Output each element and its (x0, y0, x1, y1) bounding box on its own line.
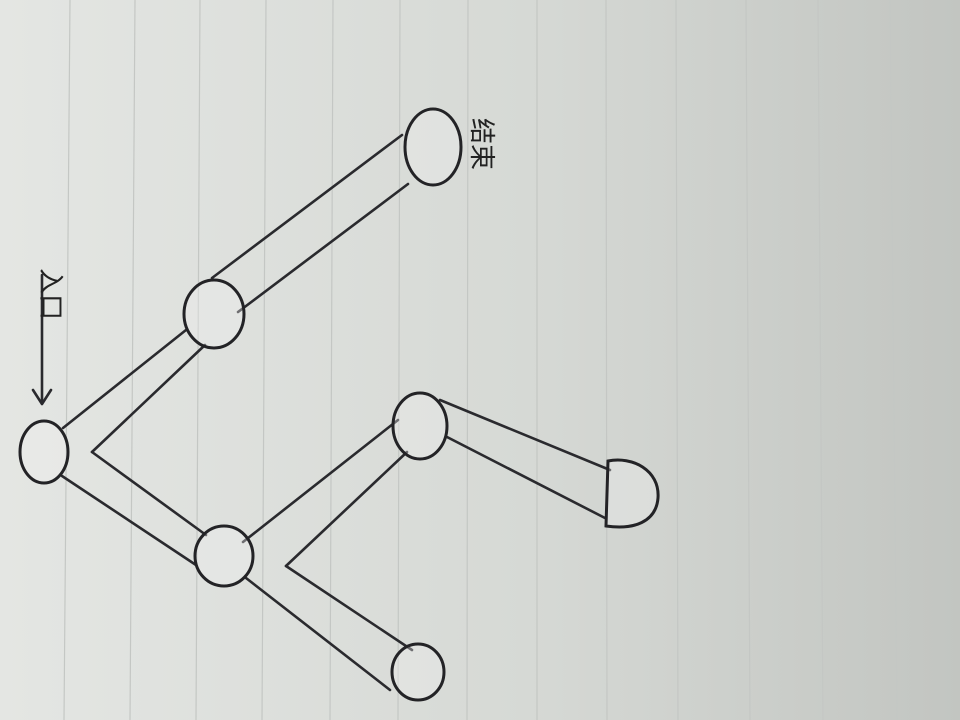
corridor-to-dead-end-bottom-lower (244, 576, 392, 692)
corridor-to-exit-upper (210, 133, 404, 280)
right-node (391, 391, 449, 461)
nodes (18, 107, 660, 702)
ruled-lines (63, 0, 898, 720)
corridor-to-right-node-upper (241, 418, 400, 544)
dead-end-bottom-node (390, 642, 446, 702)
corridor-to-right-node-lower (284, 450, 409, 568)
start-node (18, 419, 70, 485)
dead-end-right-node (604, 458, 660, 529)
corridors (60, 133, 612, 692)
upper-middle-node (182, 278, 246, 350)
entrance-label: 入口 (35, 268, 65, 320)
corridor-start-to-mid-top-lower (90, 343, 207, 454)
corridor-start-to-mid-bottom-upper (90, 450, 208, 537)
corridor-to-dead-end-right-upper (438, 398, 612, 472)
corridor-to-exit-lower (236, 182, 410, 314)
corridor-start-to-mid-top-upper (61, 328, 188, 430)
exit-label: 结束 (466, 118, 496, 170)
corridor-to-dead-end-bottom-upper (284, 564, 414, 652)
corridor-to-dead-end-right-lower (445, 435, 607, 520)
exit-node (403, 107, 463, 187)
lower-middle-node (193, 524, 255, 588)
corridor-start-to-mid-bottom-lower (60, 474, 198, 567)
entrance-arrow (31, 273, 53, 406)
